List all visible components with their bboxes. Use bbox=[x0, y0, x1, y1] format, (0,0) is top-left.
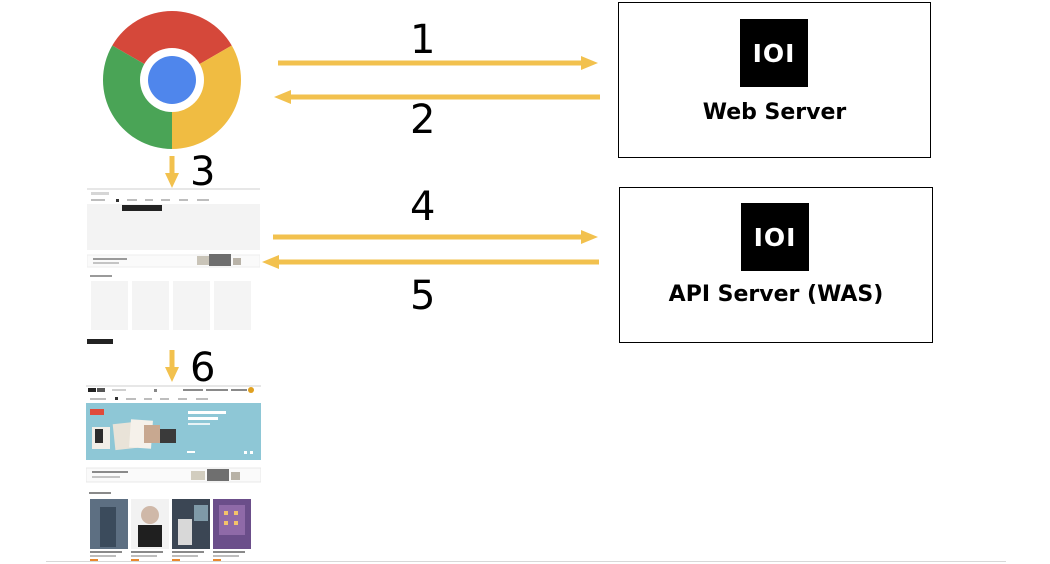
step-6-label: 6 bbox=[190, 345, 216, 391]
step-3-label: 3 bbox=[190, 149, 216, 195]
arrow-1-request bbox=[278, 56, 598, 70]
rendered-page-thumbnail bbox=[86, 385, 261, 562]
arrow-5-api-response bbox=[262, 255, 599, 269]
arrow-4-api-request bbox=[273, 230, 598, 244]
step-1-label: 1 bbox=[410, 17, 436, 63]
skeleton-page-thumbnail bbox=[87, 188, 260, 346]
step-4-label: 4 bbox=[410, 184, 436, 230]
web-server-box: IOI Web Server bbox=[618, 2, 931, 158]
bottom-divider bbox=[46, 561, 1006, 562]
server-logo-icon: IOI bbox=[741, 203, 809, 271]
api-server-box: IOI API Server (WAS) bbox=[619, 187, 933, 343]
arrow-2-response bbox=[274, 90, 600, 104]
step-5-label: 5 bbox=[410, 273, 436, 319]
api-server-label: API Server (WAS) bbox=[668, 282, 884, 307]
step-2-label: 2 bbox=[410, 97, 436, 143]
web-server-label: Web Server bbox=[702, 100, 847, 125]
arrow-6-render bbox=[165, 350, 179, 382]
arrow-3-render bbox=[165, 156, 179, 188]
server-logo-icon: IOI bbox=[740, 19, 808, 87]
